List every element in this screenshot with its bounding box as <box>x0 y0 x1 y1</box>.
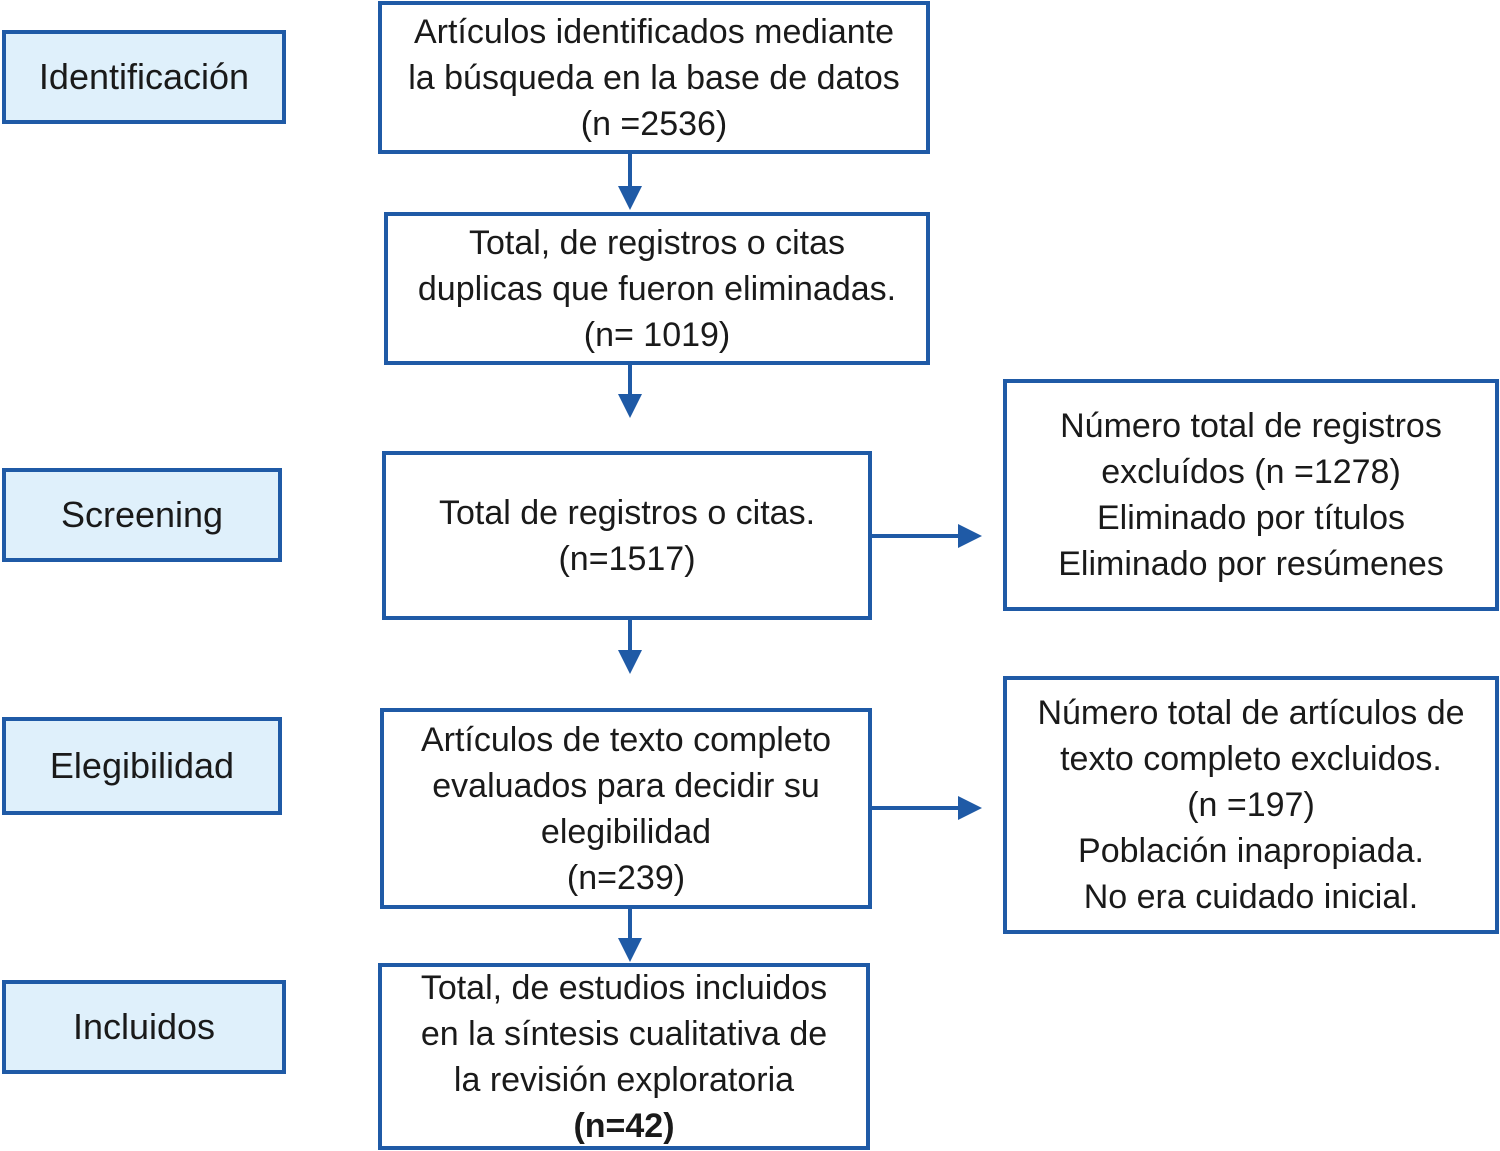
box-line: en la síntesis cualitativa de <box>420 1014 828 1053</box>
box-line: Artículos de texto completo <box>420 720 832 759</box>
box-line: Total, de registros o citas <box>468 223 846 262</box>
box-line: (n= 1019) <box>583 315 731 354</box>
box-line: (n=239) <box>566 858 686 897</box>
box-line: No era cuidado inicial. <box>1083 878 1419 916</box>
box-line: Población inapropiada. <box>1078 832 1424 870</box>
box-line: Artículos identificados mediante <box>413 12 895 51</box>
stage-label-identification: Identificación <box>2 30 286 124</box>
box-line: Total de registros o citas. <box>438 493 816 532</box>
box-line: Eliminado por títulos <box>1096 499 1406 537</box>
box-fulltext-excluded: Número total de artículos de texto compl… <box>1003 676 1499 934</box>
box-line: elegibilidad <box>540 812 712 851</box>
box-line: duplicas que fueron eliminadas. <box>417 269 897 308</box>
box-screened-records: Total de registros o citas. (n=1517) <box>382 451 872 620</box>
box-identified-records: Artículos identificados mediante la búsq… <box>378 1 930 154</box>
box-excluded-records: Número total de registros excluídos (n =… <box>1003 379 1499 611</box>
stage-label-text: Screening <box>60 494 224 535</box>
box-line: la búsqueda en la base de datos <box>408 58 900 97</box>
box-included-studies: Total, de estudios incluidos en la sínte… <box>378 963 870 1150</box>
box-duplicates-removed: Total, de registros o citas duplicas que… <box>384 212 930 365</box>
box-line: (n=42) <box>573 1106 675 1145</box>
stage-label-included: Incluidos <box>2 980 286 1074</box>
box-line: (n=1517) <box>558 539 696 578</box>
stage-label-text: Elegibilidad <box>49 745 235 786</box>
stage-label-text: Identificación <box>38 56 250 97</box>
stage-label-text: Incluidos <box>72 1006 216 1047</box>
box-line: evaluados para decidir su <box>432 766 820 805</box>
box-line: (n =2536) <box>580 104 728 143</box>
box-line: (n =197) <box>1187 786 1315 824</box>
box-line: Eliminado por resúmenes <box>1058 545 1444 583</box>
box-line: texto completo excluidos. <box>1060 740 1442 778</box>
stage-label-screening: Screening <box>2 468 282 562</box>
box-line: Número total de artículos de <box>1037 694 1465 732</box>
box-line: excluídos (n =1278) <box>1101 453 1401 491</box>
box-fulltext-assessed: Artículos de texto completo evaluados pa… <box>380 708 872 909</box>
box-line: Total, de estudios incluidos <box>420 968 828 1007</box>
box-line: Número total de registros <box>1060 407 1442 445</box>
box-line: la revisión exploratoria <box>453 1060 795 1099</box>
stage-label-eligibility: Elegibilidad <box>2 717 282 815</box>
